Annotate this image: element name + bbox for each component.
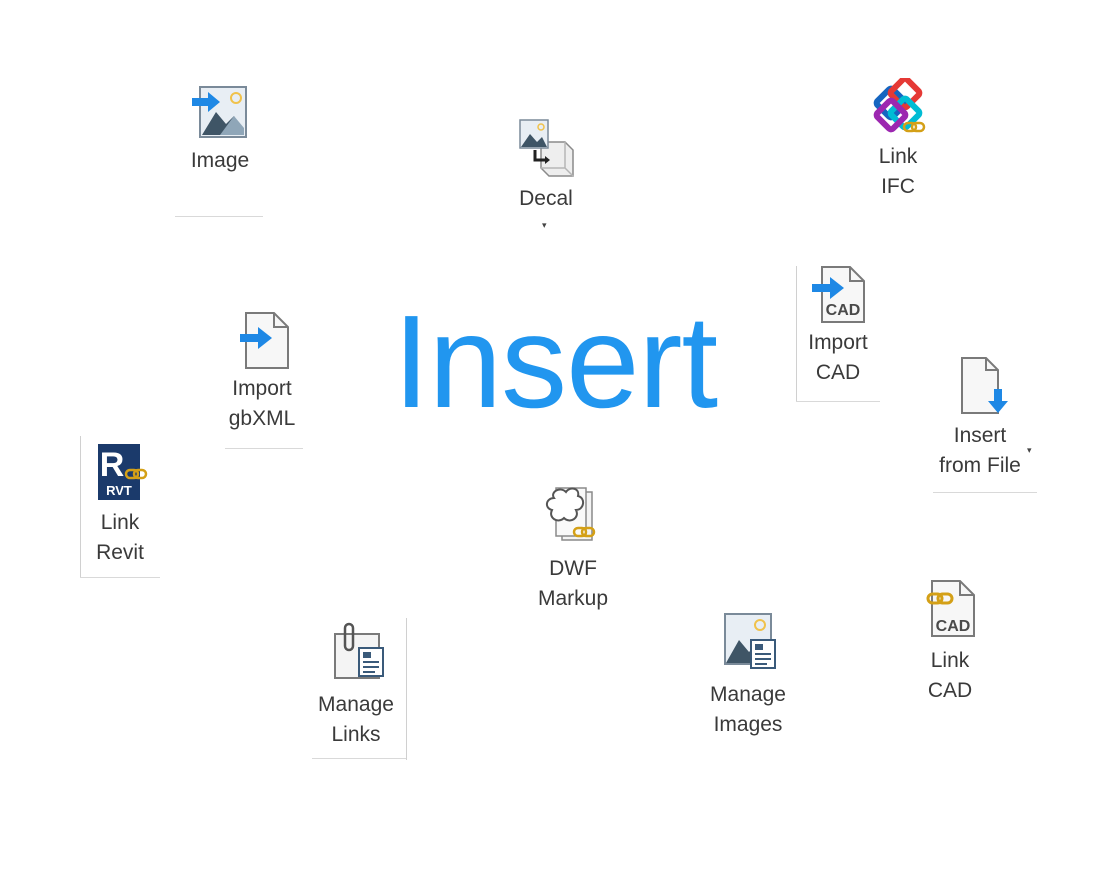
manage-images-button[interactable]: Manage Images bbox=[700, 610, 796, 740]
image-separator bbox=[175, 216, 263, 217]
import-cad-bottom-separator bbox=[796, 401, 880, 402]
link-revit-label-line2: Revit bbox=[96, 541, 144, 564]
cad-file-icon: CAD bbox=[812, 266, 865, 323]
import-gbxml-separator bbox=[225, 448, 303, 449]
insert-from-file-separator bbox=[933, 492, 1037, 493]
manage-links-icon bbox=[334, 622, 384, 679]
insert-from-file-label-line1: Insert bbox=[953, 424, 1007, 447]
manage-links-button[interactable]: Manage Links bbox=[314, 620, 398, 750]
gbxml-file-icon bbox=[240, 312, 289, 369]
image-icon bbox=[192, 86, 247, 138]
link-cad-label-line1: Link bbox=[930, 649, 970, 672]
dwf-markup-icon bbox=[546, 487, 596, 541]
chain-link-icon bbox=[926, 592, 954, 605]
link-ifc-label-line1: Link bbox=[878, 145, 918, 168]
import-gbxml-label-line2: gbXML bbox=[228, 407, 296, 430]
manage-images-icon bbox=[724, 613, 776, 669]
svg-text:R: R bbox=[100, 446, 125, 484]
dwf-markup-label-line2: Markup bbox=[537, 587, 609, 610]
cad-badge-text: CAD bbox=[936, 618, 971, 635]
import-cad-separator bbox=[796, 266, 797, 402]
image-label: Image bbox=[190, 149, 250, 172]
cad-badge-text: CAD bbox=[826, 302, 861, 319]
insert-from-file-button[interactable]: Insert from File bbox=[930, 355, 1030, 481]
decal-dropdown-caret[interactable]: ▾ bbox=[542, 220, 547, 230]
link-ifc-button[interactable]: Link IFC bbox=[862, 78, 934, 202]
link-cad-file-icon: CAD bbox=[926, 580, 975, 637]
link-ifc-label-line2: IFC bbox=[881, 175, 915, 198]
insert-from-file-dropdown-caret[interactable]: ▾ bbox=[1027, 445, 1032, 455]
chain-link-icon bbox=[124, 468, 148, 480]
manage-links-separator bbox=[406, 618, 407, 760]
dwf-markup-button[interactable]: DWF Markup bbox=[530, 484, 616, 614]
import-gbxml-label-line1: Import bbox=[232, 377, 292, 400]
manage-links-label-line1: Manage bbox=[318, 693, 394, 716]
chain-link-icon bbox=[572, 526, 596, 538]
image-button[interactable]: Image bbox=[182, 84, 258, 176]
chain-link-icon bbox=[902, 121, 926, 133]
rvt-badge-text: RVT bbox=[106, 483, 132, 498]
link-revit-button[interactable]: R RVT Link Revit bbox=[84, 442, 156, 568]
manage-images-label-line1: Manage bbox=[710, 683, 786, 706]
link-revit-label-line1: Link bbox=[100, 511, 140, 534]
link-revit-separator bbox=[80, 436, 81, 578]
ribbon-tab-title: Insert bbox=[393, 288, 718, 435]
insert-file-icon bbox=[961, 357, 1008, 414]
import-cad-label-line2: CAD bbox=[815, 361, 861, 384]
decal-label: Decal bbox=[519, 187, 573, 210]
decal-button[interactable]: Decal bbox=[511, 116, 581, 214]
link-cad-button[interactable]: CAD Link CAD bbox=[914, 578, 986, 706]
ifc-logo-icon bbox=[873, 78, 926, 133]
manage-links-bottom-separator bbox=[312, 758, 406, 759]
decal-icon bbox=[519, 119, 574, 177]
import-gbxml-button[interactable]: Import gbXML bbox=[224, 310, 300, 434]
import-cad-button[interactable]: CAD Import CAD bbox=[800, 264, 876, 388]
link-cad-label-line2: CAD bbox=[927, 679, 973, 702]
import-cad-label-line1: Import bbox=[808, 331, 868, 354]
dwf-markup-label-line1: DWF bbox=[549, 557, 597, 580]
manage-images-label-line2: Images bbox=[713, 713, 783, 736]
link-revit-bottom-separator bbox=[80, 577, 160, 578]
manage-links-label-line2: Links bbox=[331, 723, 381, 746]
revit-logo-icon: R RVT bbox=[98, 444, 148, 500]
insert-from-file-label-line2: from File bbox=[939, 454, 1021, 477]
